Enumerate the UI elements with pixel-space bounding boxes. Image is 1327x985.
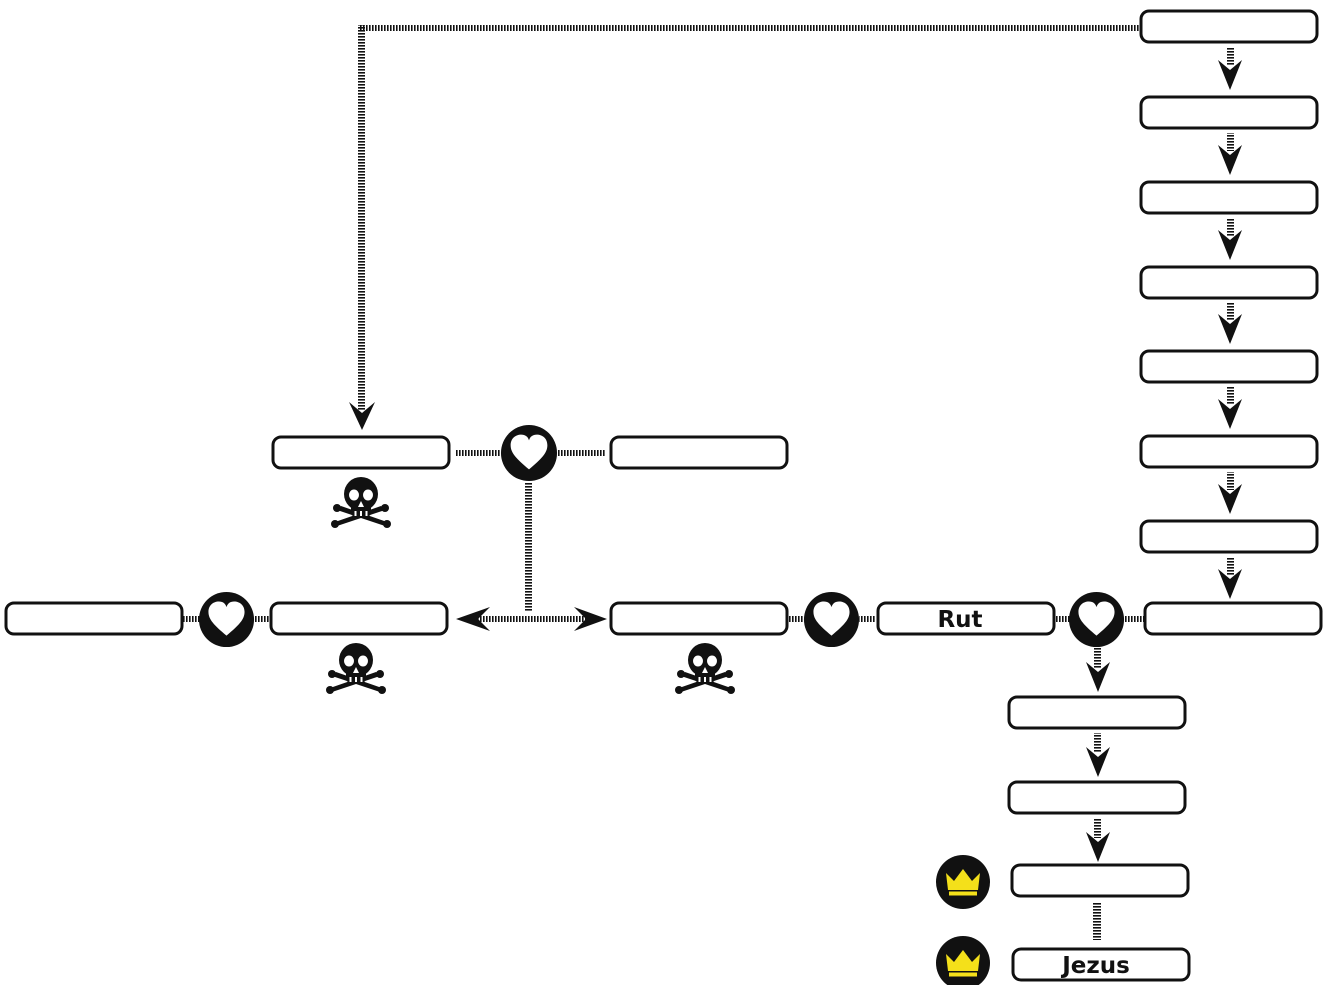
name-box[interactable] (271, 435, 451, 470)
name-box[interactable] (1139, 95, 1319, 130)
arrow-down (1086, 818, 1110, 862)
name-label-rut: Rut (937, 607, 982, 633)
heart-icon (803, 591, 860, 648)
skull-crossbones-icon (675, 643, 735, 694)
connector-children-vertical (525, 483, 532, 611)
arrow-down (1218, 472, 1242, 514)
connector-row-3 (788, 616, 804, 622)
name-box[interactable] (1139, 519, 1319, 554)
arrow-left-children (456, 607, 490, 631)
arrow-down (1218, 133, 1242, 175)
connector-marriage-right (558, 450, 606, 456)
name-box[interactable] (1007, 780, 1187, 815)
name-label-jezus: Jezus (1060, 953, 1130, 979)
heart-icon (500, 424, 558, 482)
arrow-down (1218, 302, 1242, 344)
arrow-down (1218, 557, 1242, 599)
name-box[interactable] (1139, 434, 1319, 469)
connector-top-horizontal (359, 25, 1140, 31)
name-box[interactable] (269, 601, 449, 636)
name-box[interactable] (1139, 9, 1319, 44)
skull-crossbones-icon (331, 477, 391, 528)
arrowheads (349, 402, 607, 631)
arrow-down (1086, 733, 1110, 777)
connector-row-6 (1124, 616, 1144, 622)
arrow-down (1218, 218, 1242, 260)
connector-row-5 (1055, 616, 1070, 622)
crown-icon (936, 855, 990, 909)
name-box-rut[interactable]: Rut (876, 601, 1056, 636)
arrow-right-children (574, 607, 607, 631)
connector-row-2 (255, 616, 272, 622)
name-box-jezus[interactable]: Jezus (1011, 947, 1191, 982)
heart-icon (198, 591, 255, 648)
name-box[interactable] (1139, 349, 1319, 384)
descendant-arrows (1086, 648, 1110, 862)
arrow-down (1086, 648, 1110, 692)
name-box[interactable] (1143, 601, 1323, 636)
connector-king-line (1093, 902, 1101, 940)
skull-crossbones-icon (326, 643, 386, 694)
crown-icon (936, 936, 990, 985)
arrow-down (1218, 387, 1242, 429)
connector-row-1 (183, 616, 200, 622)
heart-icon (1068, 591, 1125, 648)
arrow-down (1218, 48, 1242, 90)
connector-children-horizontal (478, 616, 586, 622)
name-box[interactable] (1007, 695, 1187, 730)
name-box[interactable] (1139, 265, 1319, 300)
connector-row-4 (859, 616, 875, 622)
name-box[interactable] (609, 435, 789, 470)
name-box[interactable] (1010, 863, 1190, 898)
connector-lines (183, 25, 1144, 940)
name-box[interactable] (609, 601, 789, 636)
right-column-arrows (1218, 48, 1242, 599)
name-box[interactable] (4, 601, 184, 636)
name-box[interactable] (1139, 180, 1319, 215)
connector-marriage-left (455, 450, 501, 456)
connector-left-vertical (358, 25, 365, 410)
arrow-down-left-branch (349, 402, 375, 430)
